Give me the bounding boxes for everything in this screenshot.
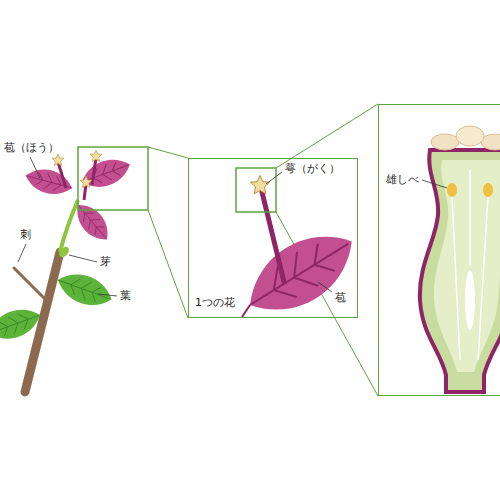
zoom-box	[78, 147, 148, 210]
zoom-box	[236, 168, 276, 212]
leader-lines	[18, 157, 447, 296]
flower-section	[420, 126, 500, 392]
part-label: 雄しべ	[386, 173, 419, 186]
part-label: 刺	[20, 228, 31, 241]
part-label: 萼（がく）	[285, 162, 340, 175]
zoom-lines	[148, 104, 378, 396]
zoom-frame: 雄しべ	[378, 104, 500, 396]
frame-caption: 1つの花	[195, 296, 235, 309]
zoom-frame: 萼（がく） 苞 1つの花	[188, 158, 358, 318]
part-label: 苞（ほう）	[4, 141, 59, 154]
part-label: 葉	[120, 289, 131, 302]
part-label: 苞	[335, 291, 346, 304]
flower-with-bract	[234, 175, 367, 329]
part-label: 芽	[100, 255, 111, 268]
